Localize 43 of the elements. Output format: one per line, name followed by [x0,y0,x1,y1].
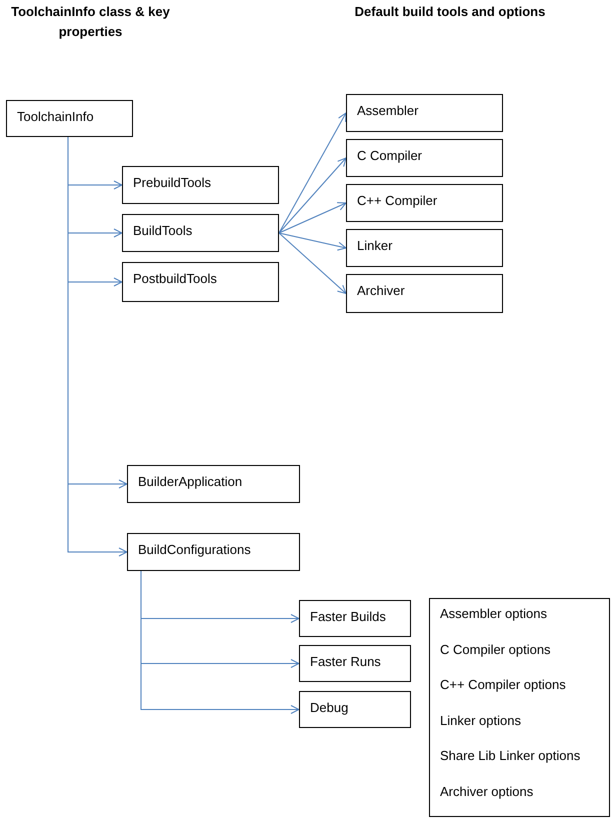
box-label: ToolchainInfo [17,108,95,126]
box-label: C++ Compiler [357,192,438,210]
option-text: Assembler options [440,605,548,623]
box-label: PrebuildTools [133,174,212,192]
class-box [346,184,503,222]
class-box [122,166,279,204]
class-box [346,139,503,177]
option-text: C Compiler options [440,640,552,658]
arrow [278,232,346,251]
box-label: Debug [310,699,350,717]
class-box [299,691,411,728]
box-label: Archiver [357,282,406,300]
box-label: BuilderApplication [138,473,244,491]
option-text: Share Lib Linker options [440,747,582,765]
option-text: Linker options [440,712,522,730]
option-text: Archiver options [440,782,534,800]
class-box [122,262,279,302]
box-label: Faster Builds [310,608,387,626]
box-label: Faster Runs [310,653,382,671]
box-label: C Compiler [357,147,424,165]
class-box [346,274,503,313]
arrow [278,202,346,234]
class-box [122,214,279,252]
arrow [278,232,346,294]
arrow [140,570,300,714]
box-label: BuildConfigurations [138,541,252,559]
class-box [299,600,411,637]
column-heading: Default build tools and options [354,3,546,21]
class-box [346,94,503,132]
class-box [346,229,503,267]
class-box [127,465,300,503]
class-box [299,645,411,682]
box-label: PostbuildTools [133,270,218,288]
box-label: BuildTools [133,222,194,240]
option-text: C++ Compiler options [440,676,567,694]
box-label: Assembler [357,102,420,120]
arrow [278,158,346,234]
box-label: Linker [357,237,394,255]
options-list-box [429,598,610,817]
class-box [127,533,300,571]
class-box [6,100,133,137]
column-heading: ToolchainInfo class & key properties [10,3,171,41]
arrow [278,112,346,234]
